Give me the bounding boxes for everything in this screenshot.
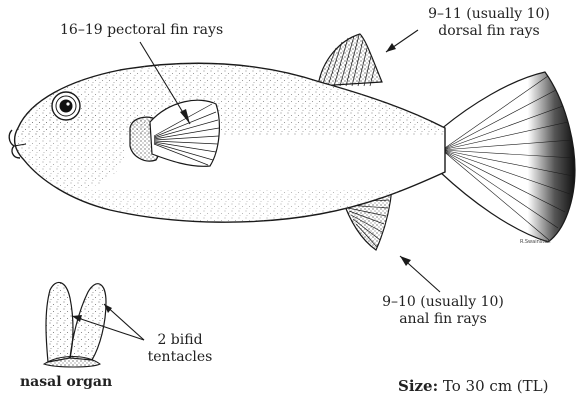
dorsal-label-line1: 9–11 (usually 10)	[414, 6, 564, 23]
fish-eye	[52, 92, 80, 120]
anal-label-line1: 9–10 (usually 10)	[368, 294, 518, 311]
size-caption: Size: To 30 cm (TL)	[398, 378, 548, 395]
tentacles-label-line2: tentacles	[140, 349, 220, 366]
size-caption-label: Size:	[398, 377, 438, 395]
artist-signature: R.Swainston	[520, 239, 551, 245]
bifid-tentacles-label: 2 bifid tentacles	[140, 332, 220, 366]
size-caption-value: To 30 cm (TL)	[443, 377, 549, 395]
nasal-organ-caption: nasal organ	[20, 374, 112, 391]
pectoral-fin-rays-label: 16–19 pectoral fin rays	[60, 22, 223, 39]
tentacles-label-line1: 2 bifid	[140, 332, 220, 349]
dorsal-fin	[318, 34, 382, 86]
caudal-fin	[440, 72, 575, 242]
dorsal-label-line2: dorsal fin rays	[414, 23, 564, 40]
anal-fin-rays-label: 9–10 (usually 10) anal fin rays	[368, 294, 518, 328]
dorsal-fin-rays-label: 9–11 (usually 10) dorsal fin rays	[414, 6, 564, 40]
anal-label-line2: anal fin rays	[368, 311, 518, 328]
